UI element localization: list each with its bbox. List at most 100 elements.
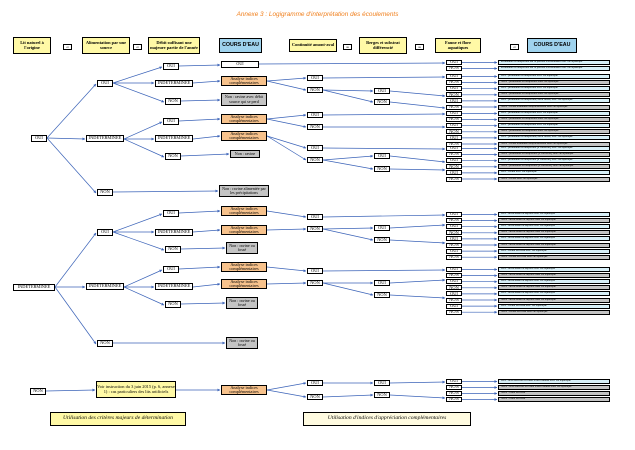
analyse-6: Analyse indices complémentaires	[221, 262, 267, 272]
col7-choice-29: NON	[446, 273, 462, 279]
result-5: NON : permanent ou temporaire sans vie a…	[498, 92, 610, 98]
result-20: OUI : artificialisé ou déplacé avec vie …	[498, 212, 610, 217]
page-title: Annexe 3 : Logigramme d'interprétation d…	[236, 11, 399, 18]
non-ravine-fosse-3: Non : ravine ou fossé	[226, 337, 258, 349]
col5-choice-10: OUI	[307, 380, 323, 386]
header-faune-flore: Faune et flore aquatiques	[435, 38, 481, 53]
col2-indet-2: INDETERMINEE	[86, 283, 124, 290]
result-25: NON : artificialisé ou déplacé sans vie …	[498, 242, 610, 248]
col3-choice-3: OUI	[163, 118, 179, 125]
result-33: NON : artificialisé ou déplacé sans vie …	[498, 297, 610, 303]
flow-arrow	[389, 168, 446, 172]
col7-choice-26: OUI	[446, 248, 462, 254]
col6-choice-5: NON	[374, 237, 390, 243]
flow-arrow	[266, 210, 307, 219]
non-debit-source: Non : ravine avec débit source qui se pe…	[221, 93, 267, 106]
flow-arrow	[258, 61, 446, 65]
non-ravine: Non : ravine	[230, 150, 260, 158]
result-24: OUI : artificialisé ou déplacé avec vie …	[498, 236, 610, 242]
col7-choice-24: OUI	[446, 236, 462, 242]
col7-choice-31: NON	[446, 285, 462, 291]
result-1: Permanent ou temporaire sur la période d…	[498, 66, 610, 71]
col6-choice-6: OUI	[374, 280, 390, 286]
flow-arrow	[112, 189, 219, 193]
col7-choice-16: OUI	[446, 158, 462, 164]
col6-choice-4: OUI	[374, 225, 390, 231]
col3-choice-11: NON	[165, 301, 181, 308]
col2-oui-1: OUI	[97, 80, 113, 87]
flow-arrow	[389, 278, 446, 284]
col7-choice-28: OUI	[446, 267, 462, 272]
header-alimentation-source: Alimentation par une source	[82, 37, 130, 54]
result-31: NON : artificialisé ou déplacé sans vie …	[498, 285, 610, 291]
col5-choice-6: OUI	[307, 214, 323, 220]
header-lit-naturel: Lit naturel à l'origine	[13, 37, 51, 54]
col1-oui: OUI	[31, 135, 47, 142]
col5-choice-2: OUI	[307, 112, 323, 118]
col2-indet-1: INDETERMINEE	[86, 135, 124, 142]
flow-arrow	[178, 117, 221, 122]
footer-criteres-majeurs: Utilisation des critères majeurs de déte…	[50, 412, 186, 426]
flow-arrow	[389, 155, 446, 164]
col7-choice-39: NON	[446, 397, 462, 402]
result-7: NON : ravine alimentée temporairement sa…	[498, 104, 610, 110]
col7-choice-10: OUI	[446, 123, 462, 129]
result-3: NON : permanent ou temporaire sans vie a…	[498, 80, 610, 86]
col2-oui-2: OUI	[97, 229, 113, 236]
result-9: NON : permanent ou temporaire sans vie a…	[498, 117, 610, 123]
col7-choice-6: OUI	[446, 98, 462, 104]
flow-arrow	[322, 226, 374, 230]
flow-arrow	[389, 223, 446, 229]
result-32: OUI : artificialisé ou déplacé avec vie …	[498, 291, 610, 297]
flow-arrow	[192, 134, 221, 140]
flow-arrow	[389, 90, 446, 98]
flow-arrow	[266, 382, 307, 391]
result-22: OUI : artificialisé ou déplacé avec vie …	[498, 224, 610, 230]
result-34: OUI : ravine ou fossé avec vie aquatique	[498, 303, 610, 309]
col7-choice-17: NON	[446, 164, 462, 170]
flow-arrow	[322, 89, 374, 103]
flow-arrow	[112, 82, 165, 103]
col1-indeterminee: INDETERMINEE	[13, 284, 55, 291]
col7-choice-15: NON	[446, 152, 462, 158]
analyse-4: Analyse indices complémentaires	[221, 206, 267, 216]
flow-arrow	[389, 294, 446, 300]
col5-choice-7: NON	[307, 226, 323, 232]
col7-choice-14: OUI	[446, 146, 462, 151]
result-39: NON : canal ou fossé	[498, 397, 610, 402]
col7-choice-25: NON	[446, 242, 462, 248]
result-4: OUI : permanent ou temporaire avec vie a…	[498, 86, 610, 92]
connector-label-4: et	[510, 44, 519, 50]
result-38: NON : canal ou fossé	[498, 391, 610, 396]
connector-label-1: et	[133, 44, 142, 50]
result-6: OUI : permanent ou temporaire, débit fai…	[498, 98, 610, 104]
col7-choice-30: OUI	[446, 279, 462, 285]
flow-arrow	[192, 282, 221, 288]
flow-arrow	[123, 121, 163, 140]
col7-choice-7: NON	[446, 104, 462, 110]
result-21: NON : artificialisé ou déplacé sans vie …	[498, 218, 610, 224]
flow-arrow	[322, 147, 446, 151]
flow-arrow	[178, 209, 221, 214]
res-non-cours-eau: OUI	[221, 61, 259, 68]
col3-choice-10: INDETERMINEE	[155, 283, 193, 290]
header-continuite: Continuité amont-aval	[289, 39, 337, 52]
analyse-2: Analyse indices complémentaires	[221, 114, 267, 124]
analyse-1: Analyse indices complémentaires	[221, 76, 267, 86]
col3-choice-4: INDETERMINEE	[155, 135, 193, 142]
col7-choice-36: OUI	[446, 379, 462, 384]
result-15: NON : permanent ou temporaire (à confort…	[498, 152, 610, 158]
col3-choice-6: OUI	[163, 210, 179, 217]
col5-choice-11: NON	[307, 394, 323, 400]
col7-choice-23: NON	[446, 230, 462, 236]
col3-choice-0: OUI	[163, 63, 179, 70]
col5-choice-8: OUI	[307, 268, 323, 274]
flow-arrow	[112, 231, 165, 251]
result-37: NON : bras artificiel ou canal d'eau can…	[498, 385, 610, 390]
col7-choice-4: OUI	[446, 86, 462, 92]
flow-arrow	[322, 213, 446, 218]
col7-choice-18: OUI	[446, 170, 462, 176]
analyse-5: Analyse indices complémentaires	[221, 225, 267, 235]
result-17: NON : permanent ou temporaire (à confort…	[498, 164, 610, 170]
result-28: OUI : artificialisé ou déplacé avec vie …	[498, 267, 610, 272]
